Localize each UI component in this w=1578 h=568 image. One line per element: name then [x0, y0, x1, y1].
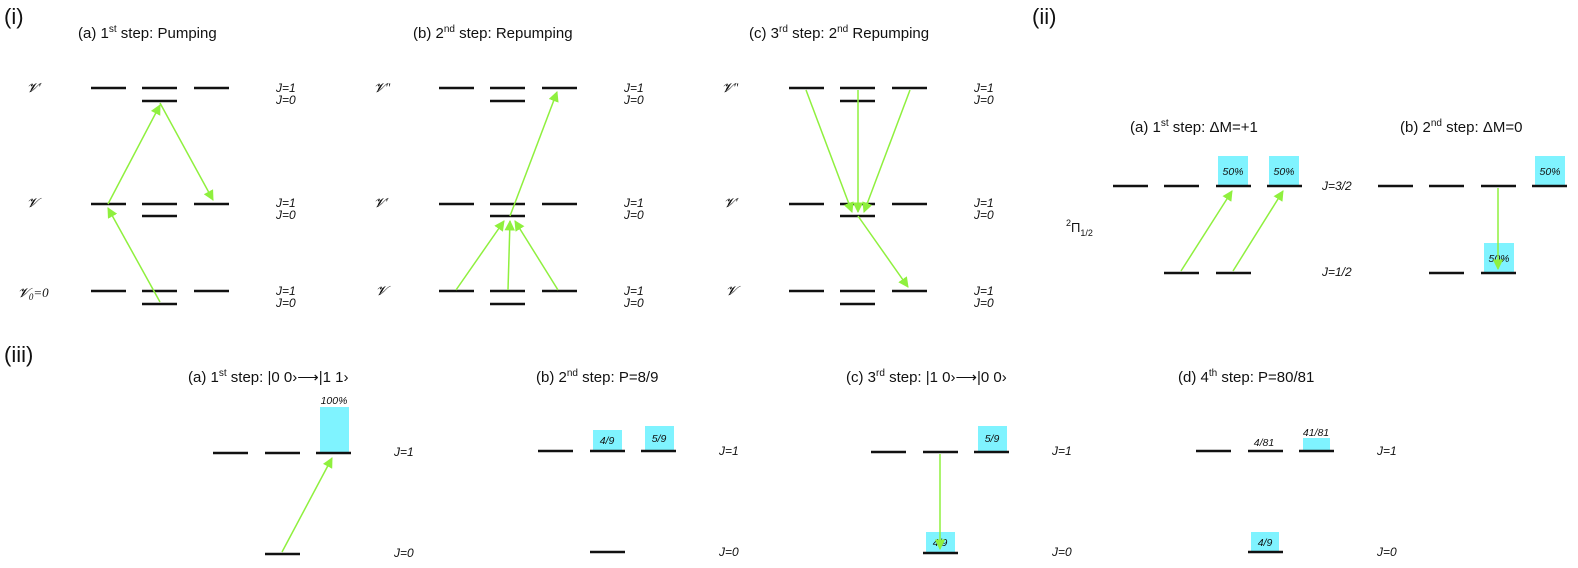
j-label: J=0	[393, 546, 414, 560]
population-label: 4/9	[600, 435, 615, 447]
panel-i-c: (c) 3rd step: 2nd Repumping 𝓥" 𝓥' 𝓥 J=1 …	[722, 24, 994, 310]
j-label: J=0	[718, 545, 739, 559]
transition-arrow	[514, 220, 559, 291]
section-iii-label: (iii)	[4, 342, 33, 367]
panel-ii-b: (b) 2nd step: ΔM=0 50% 50%	[1378, 118, 1567, 275]
j-label: J=1	[718, 444, 739, 458]
j-label: J=1	[623, 284, 644, 298]
panel-i-c-title: (c) 3rd step: 2nd Repumping	[749, 24, 929, 42]
transition-arrow	[455, 220, 505, 291]
vibrational-label-mid: 𝓥'	[724, 195, 739, 210]
panel-i-a: (a) 1st step: Pumping 𝓥' 𝓥 𝓥0=0 J=1 J=0 …	[18, 24, 296, 310]
transition-arrow	[504, 219, 515, 291]
panel-ii-a-title: (a) 1st step: ΔM=+1	[1130, 118, 1258, 136]
j-label: J=1	[973, 196, 994, 210]
population-box	[978, 426, 1007, 451]
j-label: J=1	[1376, 444, 1397, 458]
vibrational-label-top: 𝓥"	[374, 80, 391, 95]
j-label: J=1	[275, 284, 296, 298]
j-label: J=0	[275, 296, 296, 310]
transition-arrow	[159, 102, 214, 201]
panel-ii-a: (a) 1st step: ΔM=+1 50% 50%	[1113, 118, 1302, 275]
transition-arrow	[281, 457, 333, 553]
population-label: 50%	[1222, 166, 1243, 178]
j-label: J=1	[623, 81, 644, 95]
j-label: J=0	[973, 296, 994, 310]
population-box	[1303, 438, 1330, 451]
population-box	[593, 430, 622, 451]
population-label: 50%	[1539, 166, 1560, 178]
population-label: 4/81	[1254, 437, 1274, 449]
j-label: J=1	[1051, 444, 1072, 458]
population-label: 5/9	[652, 433, 667, 445]
population-box	[1251, 532, 1279, 552]
j-label: J=1	[275, 81, 296, 95]
j-label-lower: J=1/2	[1321, 265, 1352, 279]
j-label: J=0	[1376, 545, 1397, 559]
panel-iii-b-title: (b) 2nd step: P=8/9	[536, 368, 658, 386]
section-i-label: (i)	[4, 4, 24, 29]
j-label: J=0	[1051, 545, 1072, 559]
panel-iii-d: (d) 4th step: P=80/81 41/81 4/81 4/9 J=1…	[1178, 368, 1397, 559]
vibrational-label-bottom: 𝓥	[376, 283, 391, 298]
vibrational-label-bottom: 𝓥	[726, 283, 741, 298]
panel-iii-c-title: (c) 3rd step: |1 0›⟶|0 0›	[846, 368, 1007, 386]
population-box	[645, 426, 674, 451]
panel-i-b: (b) 2nd step: Repumping 𝓥" 𝓥' 𝓥 J=1 J=0 …	[374, 24, 644, 310]
transition-arrow	[857, 215, 909, 288]
population-label: 5/9	[985, 433, 1000, 445]
j-label: J=0	[275, 208, 296, 222]
j-label: J=1	[275, 196, 296, 210]
panel-iii-a-title: (a) 1st step: |0 0›⟶|1 1›	[188, 368, 348, 386]
population-box	[1535, 156, 1565, 186]
panel-iii-b: (b) 2nd step: P=8/9 4/9 5/9 J=1 J=0	[536, 368, 739, 559]
j-label: J=0	[973, 93, 994, 107]
transition-arrow	[107, 207, 161, 303]
panel-iii-c: (c) 3rd step: |1 0›⟶|0 0› 5/9 4/9 J=1 J=…	[846, 368, 1072, 559]
population-label: 41/81	[1303, 427, 1329, 439]
vibrational-label-top: 𝓥'	[27, 80, 42, 95]
population-box	[1269, 156, 1299, 186]
j-label: J=1	[623, 196, 644, 210]
population-box	[320, 407, 349, 453]
j-label-upper: J=3/2	[1321, 179, 1352, 193]
j-label: J=0	[275, 93, 296, 107]
population-label: 4/9	[1258, 537, 1273, 549]
j-label: J=0	[973, 208, 994, 222]
j-label: J=1	[973, 81, 994, 95]
transition-arrow	[107, 104, 161, 205]
molecular-state-label: 2Π1/2	[1066, 218, 1093, 238]
vibrational-label-bottom: 𝓥0=0	[18, 285, 49, 302]
population-label: 100%	[321, 395, 348, 407]
population-box	[1218, 156, 1248, 186]
population-label: 50%	[1488, 253, 1509, 265]
panel-ii-b-title: (b) 2nd step: ΔM=0	[1400, 118, 1522, 136]
j-label: J=0	[623, 208, 644, 222]
panel-iii-d-title: (d) 4th step: P=80/81	[1178, 368, 1314, 386]
transition-arrow	[1232, 190, 1284, 272]
transition-arrow	[805, 89, 854, 213]
transition-arrow	[862, 89, 911, 213]
vibrational-label-mid: 𝓥'	[374, 195, 389, 210]
j-label: J=1	[973, 284, 994, 298]
j-label: J=1	[393, 445, 414, 459]
vibrational-label-mid: 𝓥	[27, 195, 42, 210]
transition-arrow	[1180, 190, 1233, 272]
panel-iii-a: (a) 1st step: |0 0›⟶|1 1› 100% J=1 J=0	[188, 368, 414, 560]
j-label: J=0	[623, 93, 644, 107]
j-label: J=0	[623, 296, 644, 310]
section-ii-label: (ii)	[1032, 4, 1056, 29]
vibrational-label-top: 𝓥"	[722, 80, 739, 95]
panel-i-a-title: (a) 1st step: Pumping	[78, 24, 217, 42]
transition-arrow	[509, 91, 559, 217]
population-label: 50%	[1273, 166, 1294, 178]
panel-i-b-title: (b) 2nd step: Repumping	[413, 24, 573, 42]
